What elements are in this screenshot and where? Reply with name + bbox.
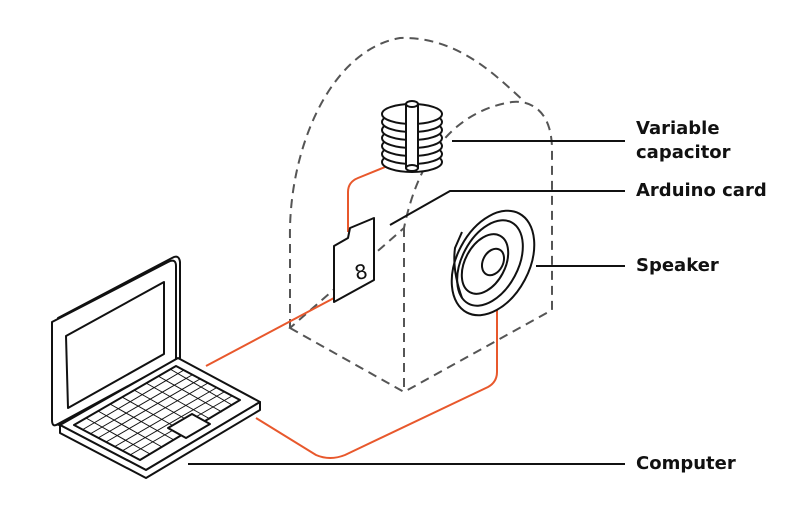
wire-speaker-to-computer <box>255 308 498 459</box>
laptop <box>51 255 261 479</box>
label-variable-capacitor-line1: Variable <box>636 118 720 139</box>
speaker <box>450 209 536 317</box>
dashed-enclosure <box>288 36 553 394</box>
variable-capacitor <box>381 100 443 173</box>
laptop-trackpad <box>167 413 211 439</box>
wire-card-to-computer <box>205 297 335 367</box>
wires <box>205 164 498 459</box>
leader-lines <box>188 140 625 465</box>
label-computer: Computer <box>636 453 736 474</box>
label-arduino-card: Arduino card <box>636 180 767 201</box>
wire-capacitor-to-card <box>347 164 391 232</box>
laptop-screen <box>65 281 165 409</box>
label-variable-capacitor-line2: capacitor <box>636 142 731 163</box>
card-mark: 8 <box>352 259 369 285</box>
leader-arduino <box>389 190 625 226</box>
keyboard-grid <box>81 368 233 456</box>
label-variable-capacitor: Variable capacitor <box>636 117 731 165</box>
arduino-card: 8 <box>333 217 375 303</box>
label-speaker: Speaker <box>636 255 719 276</box>
laptop-base-front <box>59 401 261 479</box>
